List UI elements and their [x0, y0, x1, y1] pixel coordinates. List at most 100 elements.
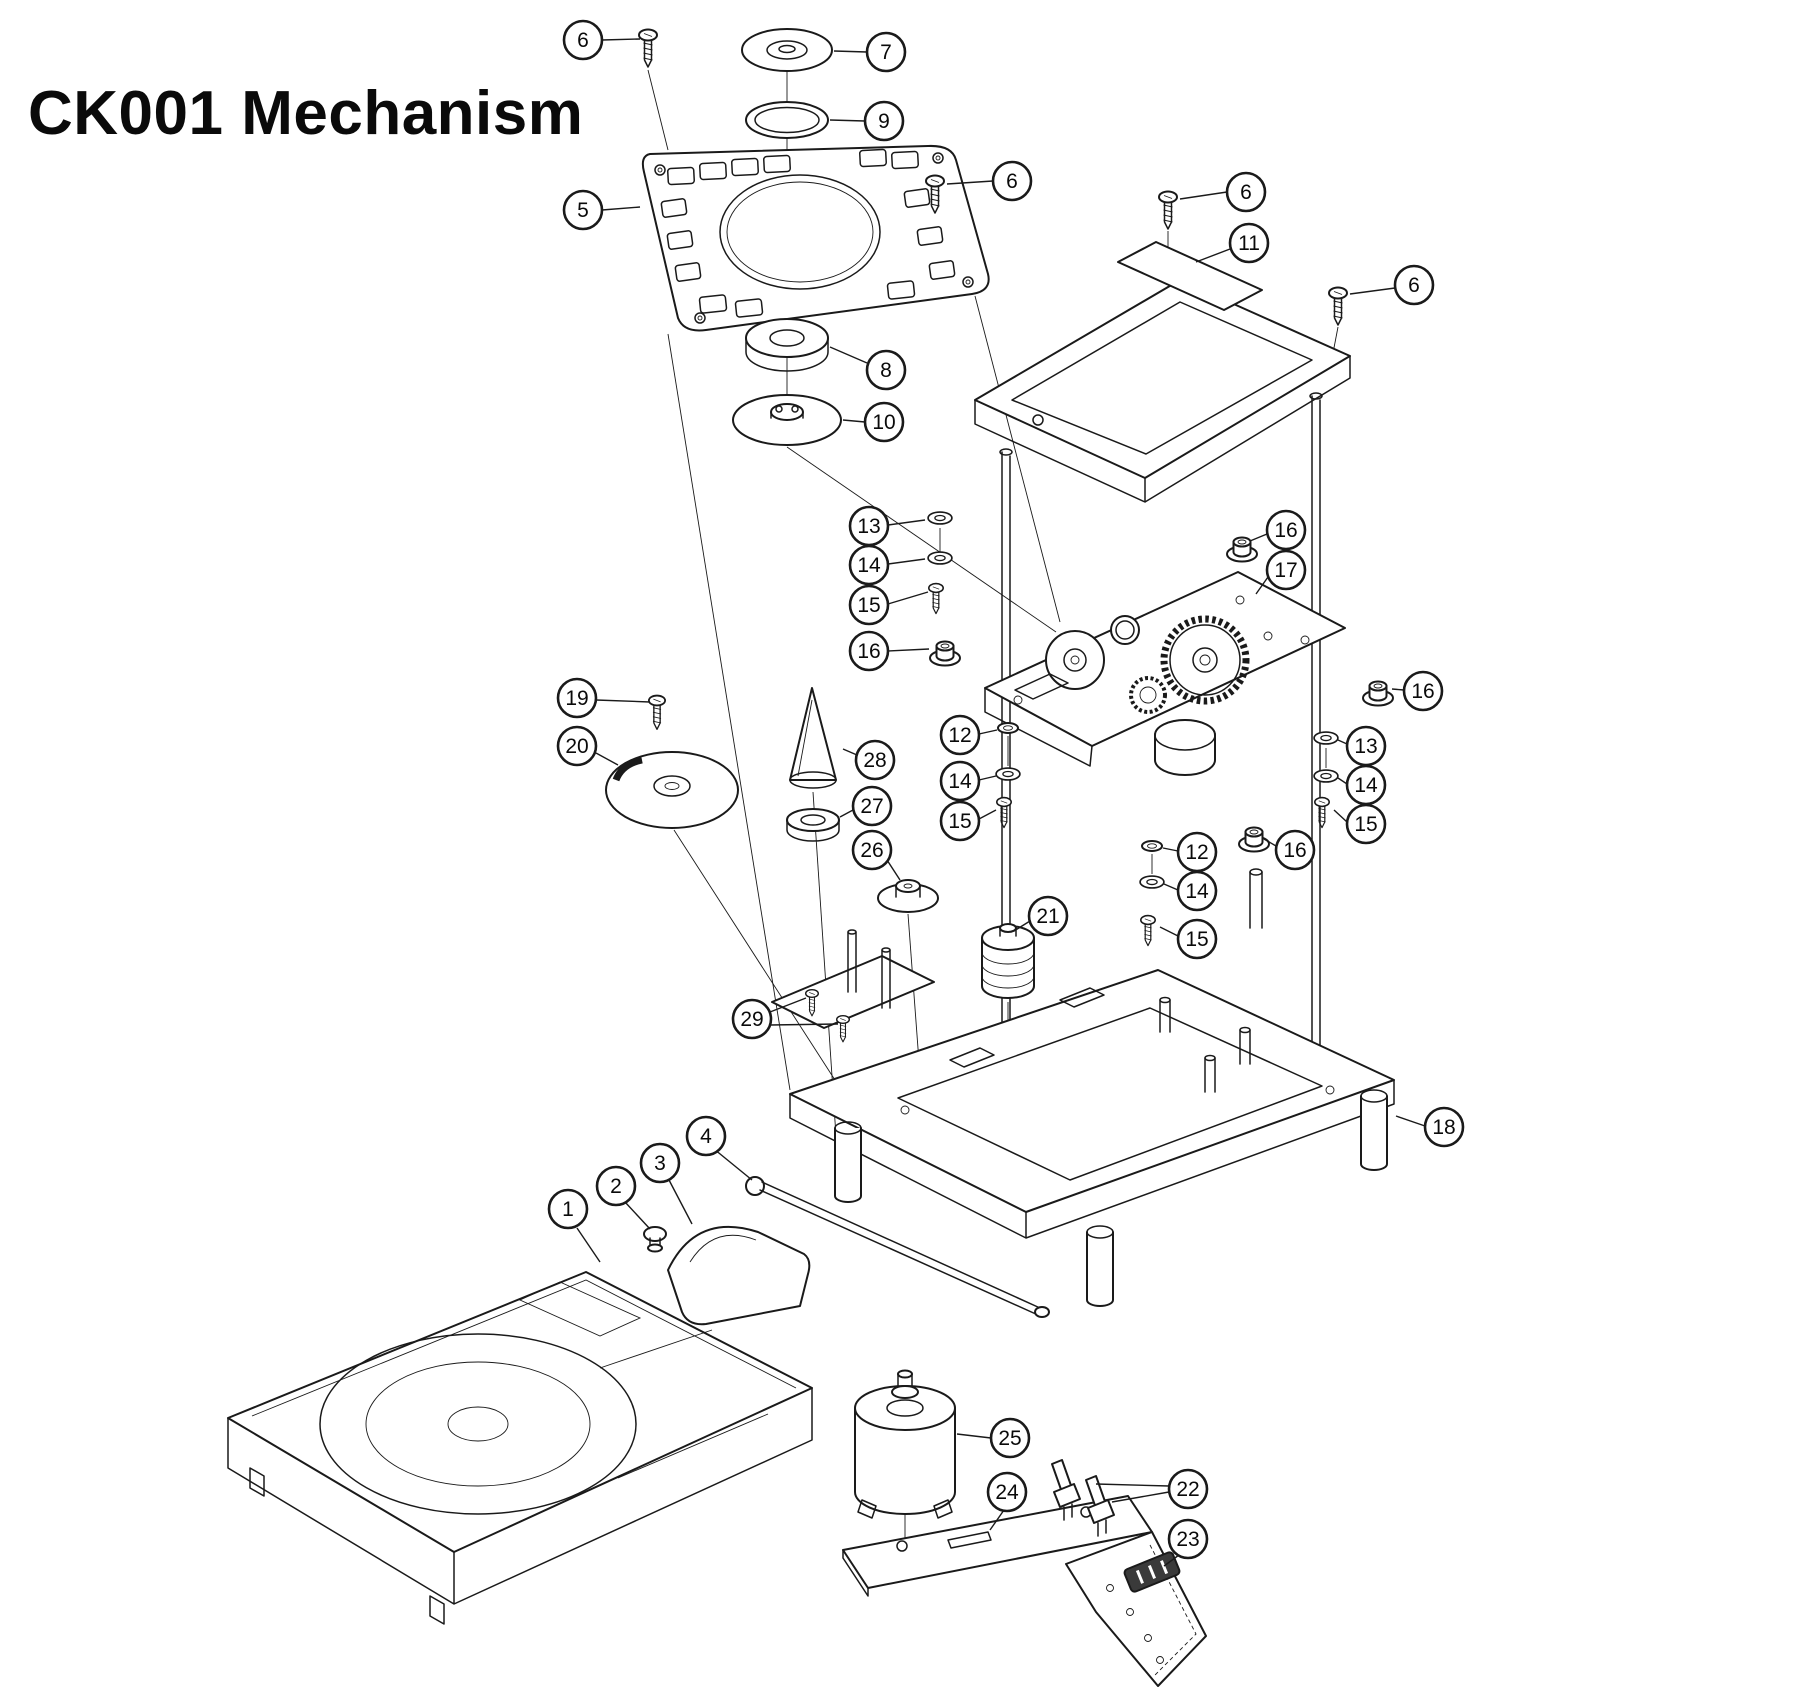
part-11-mount-frame: [974, 241, 1351, 503]
callouts: 6 7 9 5 6 6 11 6 8 10 13 14 15 16 17 16 …: [547, 19, 1465, 1560]
callout-10: 10: [863, 401, 905, 443]
svg-text:18: 18: [1432, 1116, 1455, 1139]
callout-1: 1: [547, 1188, 589, 1230]
hardware-stacks: [927, 511, 1339, 947]
page-title: CK001 Mechanism: [28, 79, 584, 148]
callout-14-a: 14: [848, 544, 890, 586]
svg-text:17: 17: [1274, 559, 1297, 582]
grommet-16-a: [1226, 536, 1258, 563]
callout-8: 8: [865, 349, 907, 391]
callout-13-b: 13: [1345, 725, 1387, 767]
svg-text:6: 6: [1408, 274, 1420, 297]
part-3-cover: [667, 1225, 811, 1326]
deck-motor: [1154, 719, 1216, 776]
part-1-disc-tray: [227, 1271, 813, 1625]
svg-text:13: 13: [1354, 735, 1377, 758]
grommet-16-b: [929, 640, 961, 667]
svg-text:2: 2: [610, 1175, 622, 1198]
callout-16-d: 16: [1274, 829, 1316, 871]
svg-text:14: 14: [857, 554, 881, 577]
callout-9: 9: [863, 100, 905, 142]
callout-11: 11: [1228, 222, 1270, 264]
svg-text:1: 1: [562, 1198, 574, 1221]
callout-26: 26: [851, 829, 893, 871]
callout-24: 24: [986, 1471, 1028, 1513]
callout-28: 28: [854, 739, 896, 781]
svg-text:7: 7: [880, 41, 892, 64]
svg-text:22: 22: [1176, 1478, 1199, 1501]
callout-6-b: 6: [991, 160, 1033, 202]
screw-6-d: [1328, 286, 1348, 326]
spindle-hub: [1045, 630, 1105, 690]
callout-12-a: 12: [939, 714, 981, 756]
part-18-chassis: [789, 868, 1395, 1307]
svg-text:6: 6: [1240, 181, 1252, 204]
callout-29: 29: [731, 998, 773, 1040]
part-24-pcb: [842, 1495, 1207, 1687]
callout-15-d: 15: [1176, 918, 1218, 960]
callout-14-c: 14: [1345, 764, 1387, 806]
svg-text:6: 6: [1006, 170, 1018, 193]
part-27-damper-ring: [786, 808, 840, 842]
callout-3: 3: [639, 1142, 681, 1184]
callout-16-b: 16: [848, 630, 890, 672]
part-4-slide-shaft: [745, 1176, 1050, 1318]
svg-text:3: 3: [654, 1152, 666, 1175]
callout-17: 17: [1265, 549, 1307, 591]
callout-14-b: 14: [939, 760, 981, 802]
part-8-clamper-magnet: [745, 318, 829, 372]
screw-29-b: [836, 1014, 850, 1043]
callout-7: 7: [865, 31, 907, 73]
callout-16-a: 16: [1265, 509, 1307, 551]
callout-6-c: 6: [1225, 171, 1267, 213]
svg-text:15: 15: [948, 810, 971, 833]
screw-6-c: [1158, 190, 1178, 230]
part-5-top-plate: [641, 144, 990, 332]
svg-text:16: 16: [857, 640, 880, 663]
callout-14-d: 14: [1176, 870, 1218, 912]
svg-text:29: 29: [740, 1008, 763, 1031]
svg-text:9: 9: [878, 110, 890, 133]
svg-text:14: 14: [1354, 774, 1378, 797]
callout-19: 19: [556, 677, 598, 719]
svg-text:12: 12: [948, 724, 971, 747]
svg-text:26: 26: [860, 839, 883, 862]
callout-2: 2: [595, 1165, 637, 1207]
callout-13-a: 13: [848, 505, 890, 547]
callout-12-b: 12: [1176, 831, 1218, 873]
svg-text:27: 27: [860, 795, 883, 818]
callout-4: 4: [685, 1115, 727, 1157]
callout-18: 18: [1423, 1106, 1465, 1148]
part-28-cone-spring: [789, 687, 837, 789]
svg-text:15: 15: [857, 594, 880, 617]
svg-text:4: 4: [700, 1125, 712, 1148]
svg-text:21: 21: [1036, 905, 1059, 928]
callout-15-b: 15: [939, 800, 981, 842]
callout-16-c: 16: [1402, 670, 1444, 712]
callout-5: 5: [562, 189, 604, 231]
screw-6-a: [638, 28, 658, 68]
svg-text:15: 15: [1185, 928, 1208, 951]
part-25-loading-motor: [854, 1369, 956, 1519]
svg-text:28: 28: [863, 749, 886, 772]
pickup-lens: [1110, 615, 1140, 645]
svg-text:15: 15: [1354, 813, 1377, 836]
part-10-turntable-platter: [732, 394, 842, 446]
svg-text:25: 25: [998, 1427, 1021, 1450]
svg-text:16: 16: [1274, 519, 1297, 542]
part-9-ring: [745, 101, 829, 139]
callout-21: 21: [1027, 895, 1069, 937]
svg-text:6: 6: [577, 29, 589, 52]
callout-6-a: 6: [562, 19, 604, 61]
callout-20: 20: [556, 725, 598, 767]
plate-vent-grid: [660, 148, 956, 318]
grommet-16-c: [1362, 680, 1394, 707]
callout-27: 27: [851, 785, 893, 827]
svg-text:23: 23: [1176, 1528, 1199, 1551]
part-21-roller: [981, 923, 1035, 999]
svg-text:8: 8: [880, 359, 892, 382]
part-29-bracket: [771, 929, 935, 1029]
callout-23: 23: [1167, 1518, 1209, 1560]
part-2-knob: [643, 1226, 667, 1253]
